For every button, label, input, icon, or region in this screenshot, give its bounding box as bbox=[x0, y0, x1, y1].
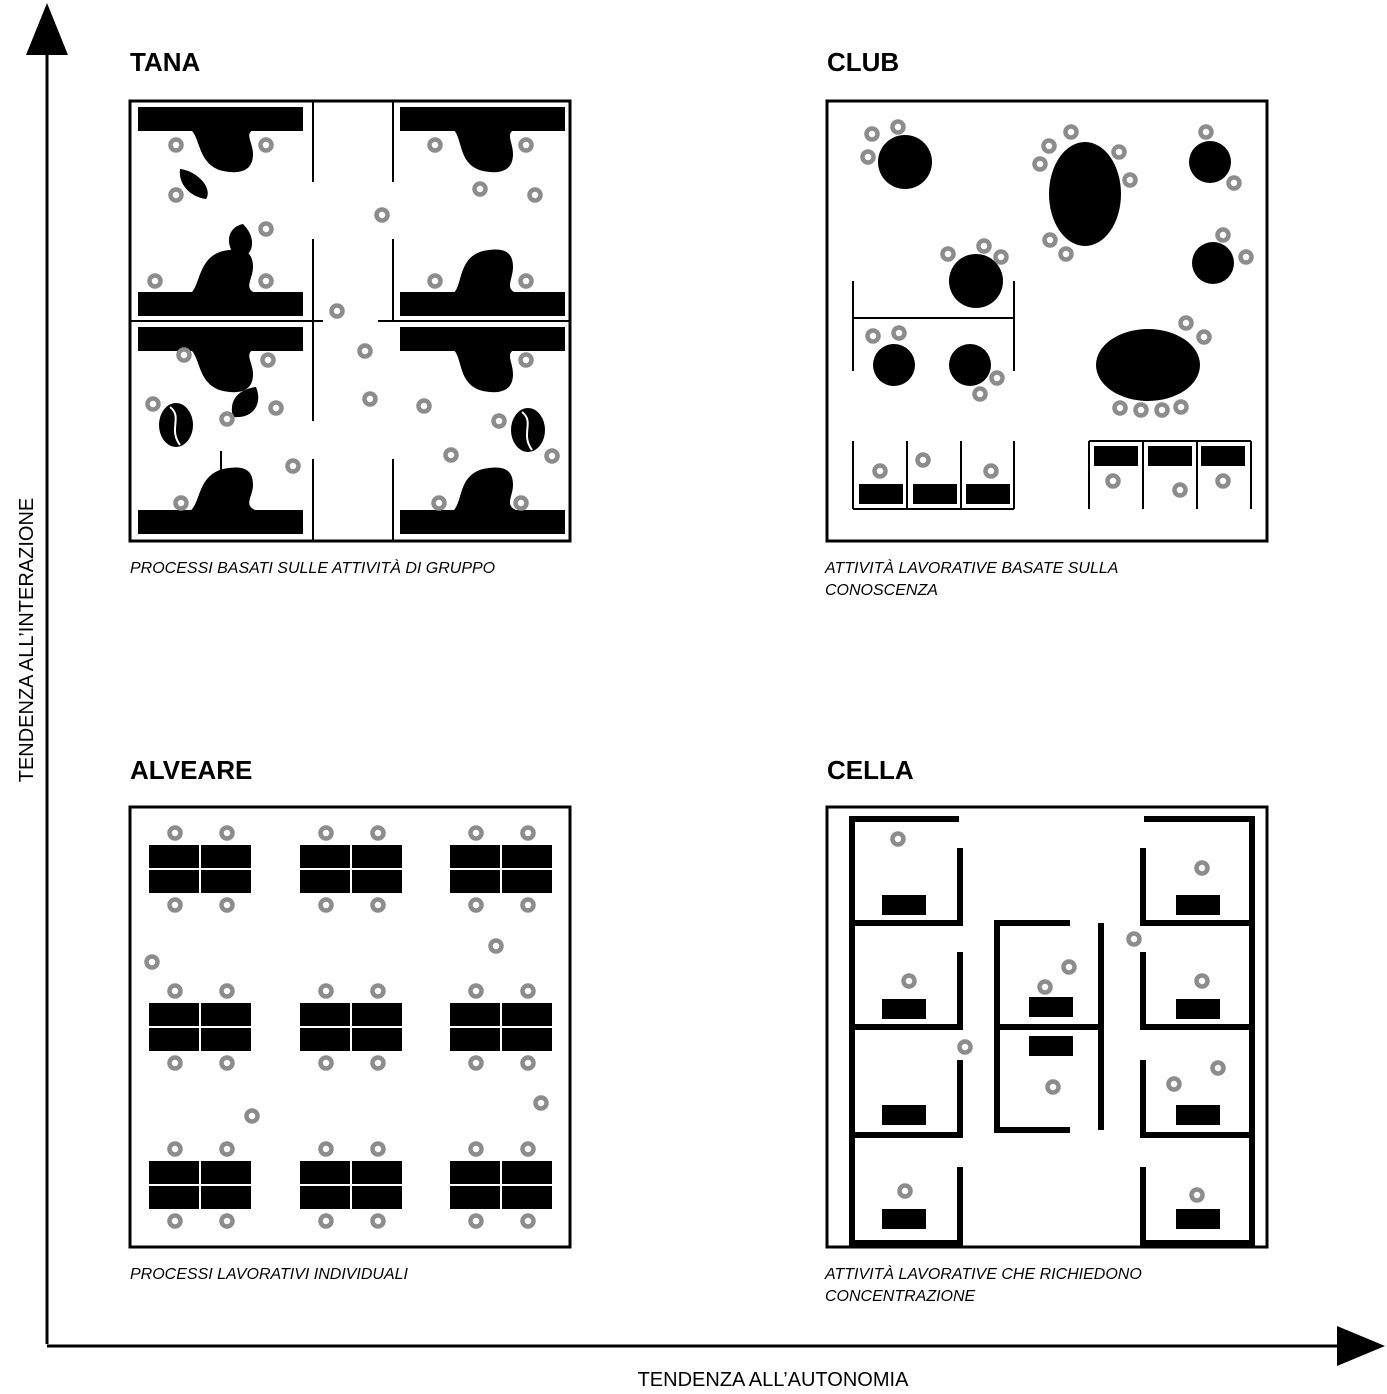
cella-title: CELLA bbox=[827, 755, 914, 785]
tana-floor-plan bbox=[128, 99, 572, 543]
club-title: CLUB bbox=[827, 47, 900, 77]
cella-caption-line2: CONCENTRAZIONE bbox=[825, 1288, 976, 1305]
x-axis-label: TENDENZA ALL’AUTONOMIA bbox=[637, 1369, 909, 1391]
club-caption-line2: CONOSCENZA bbox=[825, 582, 938, 599]
club-floor-plan bbox=[825, 99, 1269, 543]
cella-caption-line1: ATTIVITÀ LAVORATIVE CHE RICHIEDONO bbox=[825, 1266, 1142, 1283]
club-caption-line1: ATTIVITÀ LAVORATIVE BASATE SULLA bbox=[825, 560, 1119, 577]
y-axis-label: TENDENZA ALL’INTERAZIONE bbox=[16, 497, 38, 783]
y-axis-arrow-head-icon bbox=[26, 3, 68, 55]
x-axis-arrow-head-icon bbox=[1337, 1326, 1385, 1366]
alveare-floor-plan bbox=[128, 805, 572, 1249]
cella-floor-plan bbox=[825, 805, 1269, 1249]
alveare-title: ALVEARE bbox=[130, 755, 253, 785]
tana-caption: PROCESSI BASATI SULLE ATTIVITÀ DI GRUPPO bbox=[130, 560, 496, 577]
tana-title: TANA bbox=[130, 47, 201, 77]
alveare-caption: PROCESSI LAVORATIVI INDIVIDUALI bbox=[130, 1266, 408, 1283]
